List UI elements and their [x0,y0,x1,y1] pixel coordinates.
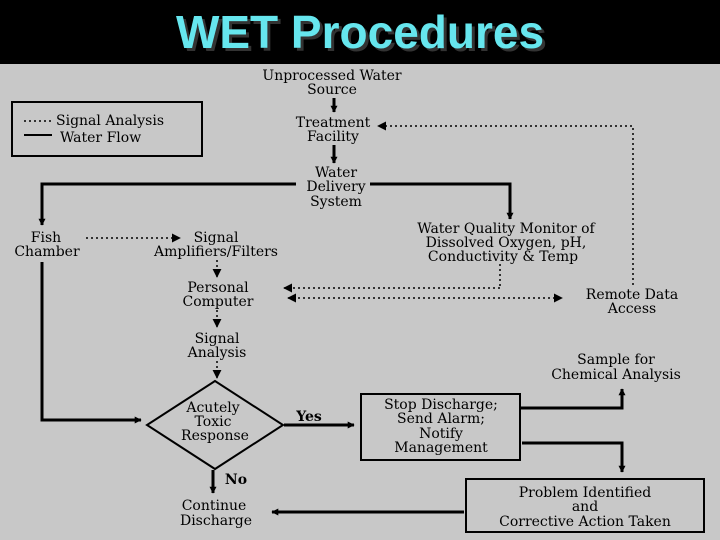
svg-text:Dissolved Oxygen, pH,: Dissolved Oxygen, pH, [426,235,587,251]
node-continue-discharge: Continue Discharge [180,498,252,529]
svg-text:Signal: Signal [194,230,239,246]
node-fish-chamber: Fish Chamber [14,230,80,260]
svg-text:Acutely: Acutely [185,400,239,416]
svg-text:Water: Water [315,165,357,181]
signal-lines [86,121,634,379]
decision-label: Acutely Toxic Response [181,400,249,444]
svg-text:Computer: Computer [183,294,254,310]
svg-text:Conductivity & Temp: Conductivity & Temp [428,249,578,265]
svg-text:Delivery: Delivery [306,179,365,195]
svg-text:Response: Response [181,428,249,444]
svg-text:Problem Identified: Problem Identified [519,485,652,501]
node-delivery: Water Delivery System [306,165,365,210]
svg-text:Signal: Signal [195,331,240,347]
legend-box [11,101,203,157]
svg-text:Toxic: Toxic [195,414,232,430]
svg-text:Facility: Facility [307,129,359,145]
svg-text:Personal: Personal [187,280,249,296]
stop-discharge-box [360,393,521,461]
svg-text:Water Quality Monitor of: Water Quality Monitor of [417,221,596,237]
stop-discharge-label: Stop Discharge; Send Alarm; Notify Manag… [384,397,498,456]
svg-text:Analysis: Analysis [187,345,247,361]
yes-label: Yes [295,409,322,425]
svg-text:Fish: Fish [31,230,61,246]
node-computer: Personal Computer [183,280,254,310]
node-treatment: Treatment Facility [296,115,371,145]
svg-text:Remote Data: Remote Data [586,287,678,303]
node-chemical-sample: Sample for Chemical Analysis [551,352,681,383]
no-label: No [225,472,247,488]
svg-text:Continue: Continue [182,498,247,514]
svg-text:Send Alarm;: Send Alarm; [397,411,485,427]
svg-text:Sample for: Sample for [577,352,655,368]
svg-text:Treatment: Treatment [296,115,371,131]
node-source: Unprocessed Water Source [262,68,402,98]
svg-text:Unprocessed Water: Unprocessed Water [262,68,402,84]
node-amplifiers: Signal Amplifiers/Filters [153,230,278,260]
legend-signal-label: Signal Analysis [56,113,164,129]
svg-text:Chamber: Chamber [14,244,80,260]
legend-flow-label: Water Flow [60,130,141,146]
decision-diamond [145,379,285,471]
node-remote-access: Remote Data Access [586,287,678,317]
node-signal-analysis: Signal Analysis [187,331,247,361]
svg-text:Access: Access [607,301,656,317]
svg-text:Chemical Analysis: Chemical Analysis [551,367,681,383]
svg-text:Amplifiers/Filters: Amplifiers/Filters [153,244,278,260]
svg-text:Source: Source [307,82,357,98]
problem-label: Problem Identified and Corrective Action… [499,485,671,530]
svg-text:System: System [310,194,362,210]
svg-text:Notify: Notify [419,426,463,442]
svg-text:Stop Discharge;: Stop Discharge; [384,397,498,413]
svg-text:and: and [572,499,598,515]
problem-box [465,478,705,533]
svg-text:Discharge: Discharge [180,513,252,529]
svg-text:Management: Management [394,440,488,456]
slide-title: WET Procedures [175,6,545,58]
svg-text:Corrective Action Taken: Corrective Action Taken [499,514,671,530]
water-flow-lines [38,98,626,516]
node-monitor: Water Quality Monitor of Dissolved Oxyge… [417,221,596,265]
